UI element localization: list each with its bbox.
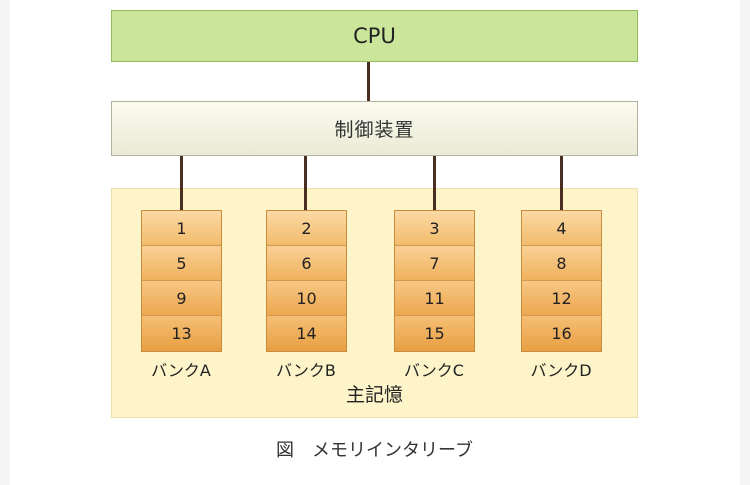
- bank-cell: 15: [395, 316, 474, 351]
- bank-cell: 2: [267, 211, 346, 246]
- bank-cell: 9: [142, 281, 221, 316]
- connector-cpu-controller: [367, 62, 370, 101]
- bank-cell: 13: [142, 316, 221, 351]
- controller-label: 制御装置: [334, 119, 415, 141]
- bank-cell: 5: [142, 246, 221, 281]
- bank-c-label: バンクC: [404, 361, 464, 380]
- connector-bank-c: [433, 156, 436, 210]
- bank-cell: 16: [522, 316, 601, 351]
- bank-cell: 3: [395, 211, 474, 246]
- bank-a: 1 5 9 13: [141, 210, 222, 352]
- bank-cell: 6: [267, 246, 346, 281]
- bank-a-label: バンクA: [151, 361, 211, 380]
- figure-caption: 図 メモリインタリーブ: [276, 440, 473, 461]
- cpu-box: CPU: [111, 10, 638, 62]
- bank-b-label: バンクB: [276, 361, 336, 380]
- controller-box: 制御装置: [111, 101, 638, 156]
- bank-cell: 11: [395, 281, 474, 316]
- cpu-label: CPU: [353, 24, 396, 48]
- connector-bank-b: [304, 156, 307, 210]
- bank-c: 3 7 11 15: [394, 210, 475, 352]
- bank-cell: 1: [142, 211, 221, 246]
- bank-cell: 7: [395, 246, 474, 281]
- bank-cell: 8: [522, 246, 601, 281]
- bank-b: 2 6 10 14: [266, 210, 347, 352]
- bank-cell: 4: [522, 211, 601, 246]
- bank-d: 4 8 12 16: [521, 210, 602, 352]
- connector-bank-a: [180, 156, 183, 210]
- bank-cell: 14: [267, 316, 346, 351]
- connector-bank-d: [560, 156, 563, 210]
- bank-d-label: バンクD: [530, 361, 592, 380]
- bank-cell: 12: [522, 281, 601, 316]
- bank-cell: 10: [267, 281, 346, 316]
- main-memory-label: 主記憶: [345, 384, 403, 406]
